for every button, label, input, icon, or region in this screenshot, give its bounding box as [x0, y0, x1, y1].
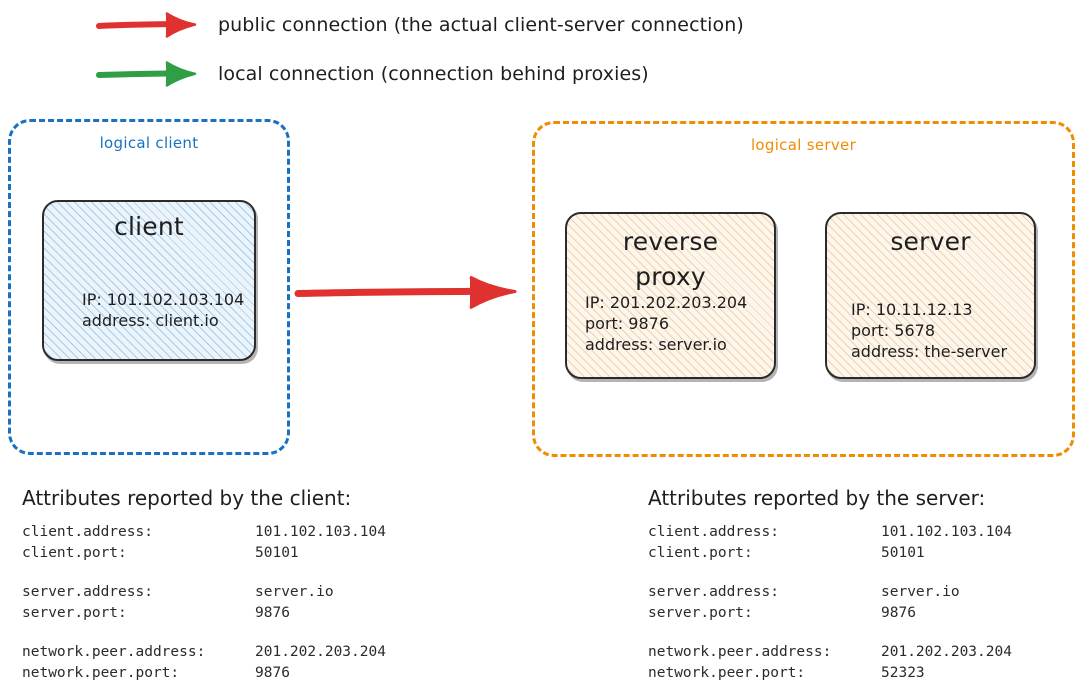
attributes-row-spacer: [22, 624, 386, 642]
attributes-value: 201.202.203.204: [255, 644, 386, 660]
attributes-value: 101.102.103.104: [881, 524, 1012, 540]
attributes-row: client.address: 101.102.103.104: [22, 522, 386, 543]
attributes-value: 9876: [255, 665, 290, 681]
attributes-row-spacer-cell: [22, 564, 386, 582]
green-arrow-icon: [96, 57, 204, 91]
node-reverse-proxy-title-line-1: reverse: [622, 227, 719, 256]
attributes-row: network.peer.port: 9876: [22, 663, 386, 684]
attributes-client-heading: Attributes reported by the client:: [22, 486, 352, 510]
logical-client-caption: logical client: [99, 134, 199, 152]
attributes-value: 201.202.203.204: [881, 644, 1012, 660]
attributes-key: client.port:: [22, 545, 127, 561]
attributes-row: network.peer.port: 52323: [648, 663, 1012, 684]
attributes-row-spacer-cell: [648, 624, 1012, 642]
attributes-value: 101.102.103.104: [255, 524, 386, 540]
node-server[interactable]: server IP: 10.11.12.13 port: 5678 addres…: [825, 212, 1036, 379]
attributes-row: network.peer.address: 201.202.203.204: [648, 642, 1012, 663]
attributes-value: 50101: [255, 545, 299, 561]
attributes-value: server.io: [881, 584, 960, 600]
attributes-key: server.port:: [22, 605, 127, 621]
attributes-row: client.address: 101.102.103.104: [648, 522, 1012, 543]
attributes-client-table: client.address: 101.102.103.104 client.por…: [22, 522, 386, 684]
attributes-key: client.port:: [648, 545, 753, 561]
logical-server-caption: logical server: [750, 136, 857, 154]
attributes-key: network.peer.port:: [22, 665, 180, 681]
node-server-title: server: [890, 227, 971, 256]
red-arrow-icon: [96, 8, 204, 42]
node-server-details: IP: 10.11.12.13 port: 5678 address: the-…: [851, 300, 1008, 361]
attributes-row-spacer: [648, 564, 1012, 582]
node-reverse-proxy[interactable]: reverse proxy IP: 201.202.203.204 port: …: [565, 212, 776, 379]
attributes-value: 9876: [881, 605, 916, 621]
attributes-server-heading: Attributes reported by the server:: [648, 486, 986, 510]
legend: public connection (the actual client-ser…: [0, 0, 1080, 105]
legend-label-local: local connection (connection behind prox…: [218, 63, 649, 85]
legend-label-public: public connection (the actual client-ser…: [218, 14, 744, 36]
node-reverse-proxy-details: IP: 201.202.203.204 port: 9876 address: …: [585, 293, 748, 354]
attributes-key: server.address:: [22, 584, 153, 600]
node-client-title: client: [114, 212, 184, 241]
attributes-row-spacer: [22, 564, 386, 582]
attributes-server-table: client.address: 101.102.103.104 client.por…: [648, 522, 1012, 684]
attributes-row-spacer-cell: [648, 564, 1012, 582]
attributes-row-spacer: [648, 624, 1012, 642]
attributes-key: server.port:: [648, 605, 753, 621]
attributes-key: client.address:: [648, 524, 779, 540]
attributes-value: 52323: [881, 665, 925, 681]
logical-client-group: logical client: [8, 119, 290, 455]
attributes-row-spacer-cell: [22, 624, 386, 642]
attributes-panel-client: Attributes reported by the client: clien…: [22, 486, 386, 684]
attributes-row: server.address: server.io: [22, 582, 386, 603]
node-reverse-proxy-title-line-2: proxy: [635, 262, 706, 291]
public-connection-arrow: [292, 272, 524, 314]
attributes-key: server.address:: [648, 584, 779, 600]
attributes-key: client.address:: [22, 524, 153, 540]
attributes-panel-server: Attributes reported by the server: clien…: [648, 486, 1012, 684]
node-client-details: IP: 101.102.103.104 address: client.io: [82, 290, 245, 330]
attributes-row: server.port: 9876: [22, 603, 386, 624]
attributes-value: 9876: [255, 605, 290, 621]
attributes-row: server.address: server.io: [648, 582, 1012, 603]
attributes-row: network.peer.address: 201.202.203.204: [22, 642, 386, 663]
attributes-server-tbody: client.address: 101.102.103.104 client.por…: [648, 522, 1012, 684]
attributes-value: 50101: [881, 545, 925, 561]
attributes-value: server.io: [255, 584, 334, 600]
attributes-row: client.port: 50101: [648, 543, 1012, 564]
node-client[interactable]: client IP: 101.102.103.104 address: clie…: [42, 200, 256, 361]
attributes-row: server.port: 9876: [648, 603, 1012, 624]
attributes-key: network.peer.address:: [22, 644, 206, 660]
logical-server-group: logical server: [532, 121, 1075, 457]
attributes-client-tbody: client.address: 101.102.103.104 client.por…: [22, 522, 386, 684]
attributes-key: network.peer.address:: [648, 644, 832, 660]
attributes-key: network.peer.port:: [648, 665, 806, 681]
attributes-row: client.port: 50101: [22, 543, 386, 564]
